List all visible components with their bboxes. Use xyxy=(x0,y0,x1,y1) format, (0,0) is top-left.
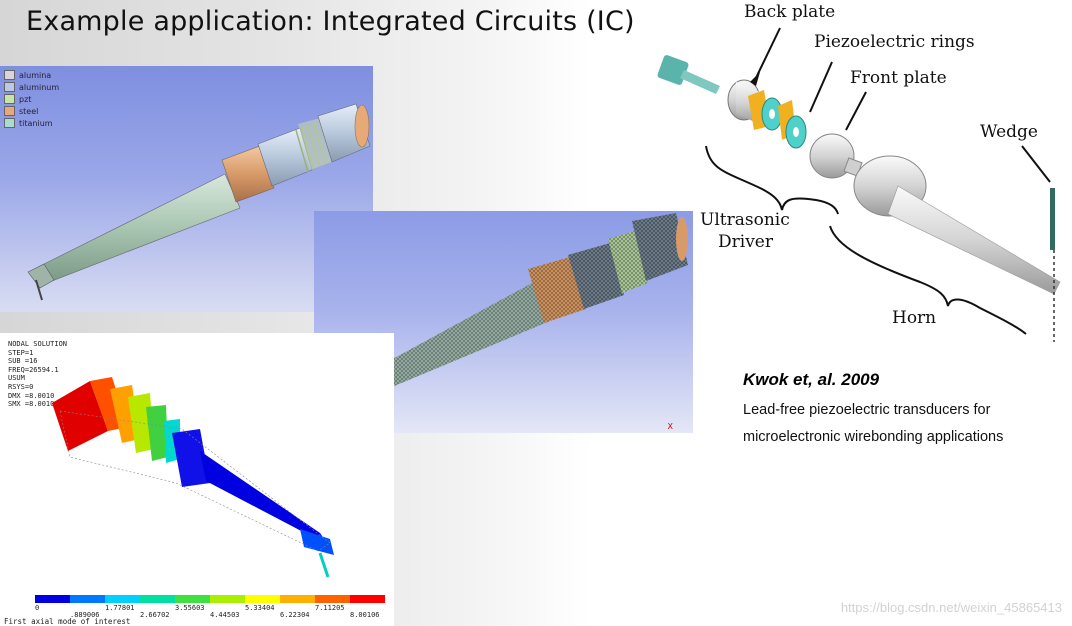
mode-caption: First axial mode of interest xyxy=(4,617,131,626)
axis-indicator: X xyxy=(667,422,673,431)
watermark-url: https://blog.csdn.net/weixin_45865413 xyxy=(840,600,1062,615)
colorbar-label-top: 1.77801 xyxy=(105,604,135,612)
nodal-solution-line: FREQ=26594.1 xyxy=(8,365,59,374)
material-view-panel: alumina aluminum pzt steel titanium xyxy=(0,66,373,312)
legend-item-alumina: alumina xyxy=(4,69,59,81)
legend-label: steel xyxy=(19,106,39,116)
legend-label: alumina xyxy=(19,70,52,80)
transducer-material-model xyxy=(27,103,371,301)
legend-item-titanium: titanium xyxy=(4,117,59,129)
reference-line-1: Lead-free piezoelectric transducers for xyxy=(743,402,991,418)
colorbar-label-top: 3.55603 xyxy=(175,604,205,612)
colorbar-segment xyxy=(280,595,315,603)
nodal-solution-line: SUB =16 xyxy=(8,357,38,366)
colorbar-segment xyxy=(210,595,245,603)
material-legend: alumina aluminum pzt steel titanium xyxy=(4,69,59,129)
reference-block: Kwok et, al. 2009 Lead-free piezoelectri… xyxy=(743,370,1003,445)
legend-item-pzt: pzt xyxy=(4,93,59,105)
colorbar-segment xyxy=(140,595,175,603)
nodal-solution-line: SMX =8.0010 xyxy=(8,400,55,409)
bolt-shape xyxy=(657,55,720,94)
legend-label: pzt xyxy=(19,94,32,104)
colorbar-segment xyxy=(70,595,105,603)
reference-title: Kwok et, al. 2009 xyxy=(743,370,880,389)
legend-swatch xyxy=(4,70,15,80)
colorbar-label-bottom: 6.22304 xyxy=(280,611,310,619)
colorbar-segment xyxy=(35,595,70,603)
exploded-view-drawing xyxy=(657,27,1061,342)
legend-swatch xyxy=(4,82,15,92)
contour-colorbar xyxy=(35,595,385,603)
reference-line-2: microelectronic wirebonding applications xyxy=(743,429,1004,445)
colorbar-label-bottom: 8.00106 xyxy=(350,611,380,619)
label-piezoelectric-rings: Piezoelectric rings xyxy=(814,32,975,52)
colorbar-label-bottom: .889006 xyxy=(70,611,100,619)
colorbar-segment xyxy=(350,595,385,603)
colorbar-segment xyxy=(245,595,280,603)
colorbar-label-bottom: 2.66702 xyxy=(140,611,170,619)
legend-swatch xyxy=(4,94,15,104)
colorbar-label-top: 5.33404 xyxy=(245,604,275,612)
nodal-solution-line: NODAL SOLUTION xyxy=(8,340,68,348)
nodal-solution-line: DMX =8.0010 xyxy=(8,391,55,400)
legend-item-aluminum: aluminum xyxy=(4,81,59,93)
colorbar-segment xyxy=(315,595,350,603)
legend-label: titanium xyxy=(19,118,53,128)
label-horn: Horn xyxy=(892,308,937,328)
legend-swatch xyxy=(4,106,15,116)
label-front-plate: Front plate xyxy=(850,68,947,88)
label-driver: Driver xyxy=(718,232,773,252)
transducer-mode-shape xyxy=(52,377,334,578)
colorbar-label-top: 0 xyxy=(35,604,40,612)
legend-item-steel: steel xyxy=(4,105,59,117)
colorbar-segment xyxy=(175,595,210,603)
mesh-view-panel: X xyxy=(314,211,693,433)
colorbar-label-top: 7.11205 xyxy=(315,604,345,612)
slide-title: Example application: Integrated Circuits… xyxy=(26,6,635,37)
legend-label: aluminum xyxy=(19,82,60,92)
nodal-solution-line: RSYS=0 xyxy=(8,382,34,391)
nodal-solution-line: USUM xyxy=(8,374,25,383)
transducer-exploded-diagram: Back plate Piezoelectric rings Front pla… xyxy=(640,0,1072,350)
label-ultrasonic: Ultrasonic xyxy=(700,210,790,230)
legend-swatch xyxy=(4,118,15,128)
label-back-plate: Back plate xyxy=(744,2,836,22)
nodal-solution-line: STEP=1 xyxy=(8,348,34,357)
label-wedge: Wedge xyxy=(980,122,1038,142)
colorbar-segment xyxy=(105,595,140,603)
colorbar-label-bottom: 4.44503 xyxy=(210,611,240,619)
